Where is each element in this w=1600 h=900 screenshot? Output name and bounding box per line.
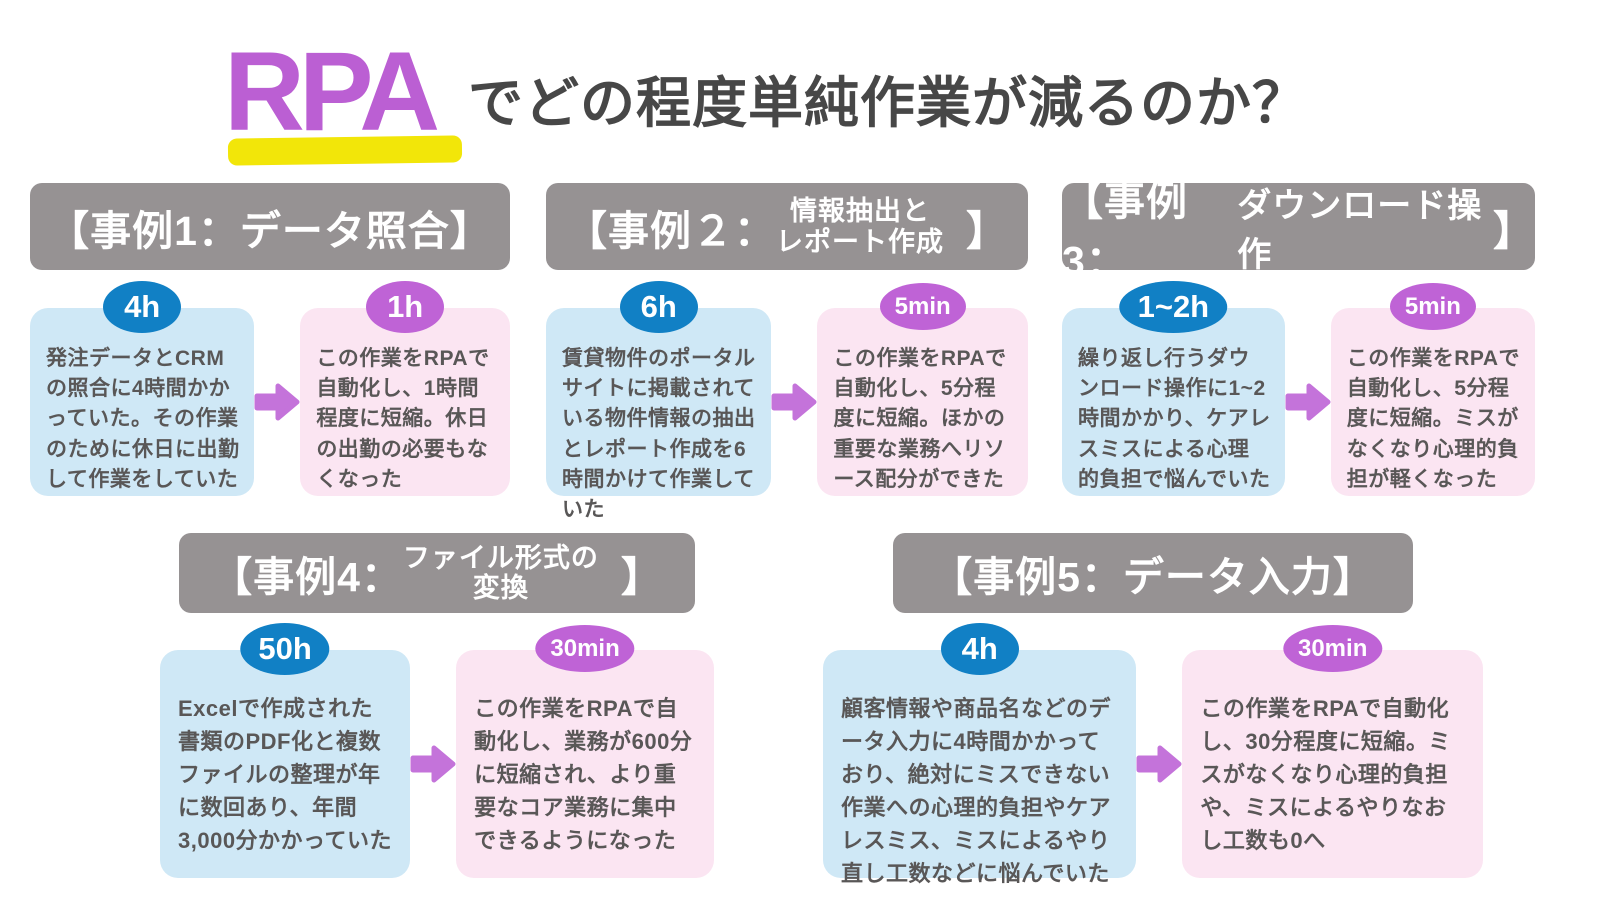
case-5-before-card: 4h 顧客情報や商品名などのデータ入力に4時間かかっており、絶対にミスできない作… <box>823 623 1137 886</box>
case-1-before-time-badge: 4h <box>103 281 182 333</box>
case-1-header-label: データ照合 <box>239 207 450 254</box>
case-2-header-label: 情報抽出と レポート作成 <box>776 196 944 256</box>
case-4-before-card: 50h Excelで作成された書類のPDF化と複数ファイルの整理が年に数回あり、… <box>160 623 411 878</box>
case-2-arrow <box>771 308 817 496</box>
case-3-before-time-badge: 1~2h <box>1119 281 1228 333</box>
case-3-before-card: 1~2h 繰り返し行うダウンロード操作に1~2時間かかり、ケアレスミスによる心理… <box>1062 281 1285 496</box>
case-3: 【事例3： ダウンロード操作】 1~2h 繰り返し行うダウンロード操作に1~2時間… <box>1062 178 1535 496</box>
case-2-before-time-badge: 6h <box>619 281 698 333</box>
case-5-after-text: この作業をRPAで自動化し、30分程度に短縮。ミスがなくなり心理的負担や、ミスに… <box>1200 696 1451 853</box>
case-1: 【事例1：データ照合】 4h 発注データとCRMの照合に4時間かかっていた。その… <box>30 183 510 496</box>
case-2-header-suffix: 】 <box>966 207 1008 254</box>
case-1-header-suffix: 】 <box>449 207 492 254</box>
case-2-after-text: この作業をRPAで自動化し、5分程度に短縮。ほかの重要な業務へリソース配分ができ… <box>833 347 1007 491</box>
case-4-before-text: Excelで作成された書類のPDF化と複数ファイルの整理が年に数回あり、年間3,… <box>178 696 392 853</box>
case-4-body: 50h Excelで作成された書類のPDF化と複数ファイルの整理が年に数回あり、… <box>160 623 714 878</box>
case-4-header-label-line2: 変換 <box>472 573 529 603</box>
case-1-after-time-badge: 1h <box>366 281 445 333</box>
case-3-header-label: ダウンロード操作 <box>1237 186 1483 274</box>
right-arrow-icon <box>1136 745 1182 783</box>
case-4-after-card: 30min この作業をRPAで自動化し、業務が600分に短縮され、より重要なコア… <box>456 625 714 878</box>
right-arrow-icon <box>771 383 817 421</box>
brand-title: RPA <box>224 29 440 154</box>
case-3-header: 【事例3： ダウンロード操作】 <box>1062 178 1535 284</box>
case-2-after-card: 5min この作業をRPAで自動化し、5分程度に短縮。ほかの重要な業務へリソース… <box>817 283 1028 496</box>
case-4-header: 【事例4： ファイル形式の 変換 】 <box>179 533 695 613</box>
case-1-body: 4h 発注データとCRMの照合に4時間かかっていた。その作業のために休日に出勤し… <box>30 281 510 496</box>
case-4-header-prefix: 【事例4： <box>211 554 403 600</box>
case-3-body: 1~2h 繰り返し行うダウンロード操作に1~2時間かかり、ケアレスミスによる心理… <box>1062 281 1535 496</box>
case-2-header-label-line1: 情報抽出と <box>790 196 930 227</box>
case-4-arrow <box>410 650 456 878</box>
case-4-after-time-badge: 30min <box>535 625 635 672</box>
case-2-header: 【事例２： 情報抽出と レポート作成 】 <box>546 183 1028 270</box>
case-5-after-card: 30min この作業をRPAで自動化し、30分程度に短縮。ミスがなくなり心理的負… <box>1182 625 1483 878</box>
case-2-before-card: 6h 賃貸物件のポータルサイトに掲載されている物件情報の抽出とレポート作成を6時… <box>546 281 772 521</box>
case-5-before-text: 顧客情報や商品名などのデータ入力に4時間かかっており、絶対にミスできない作業への… <box>841 696 1112 886</box>
right-arrow-icon <box>254 383 300 421</box>
case-3-arrow <box>1285 308 1331 496</box>
case-5-after-time-badge: 30min <box>1282 625 1383 672</box>
case-3-before-text: 繰り返し行うダウンロード操作に1~2時間かかり、ケアレスミスによる心理的負担で悩… <box>1078 347 1271 491</box>
case-5-arrow <box>1136 650 1182 878</box>
case-3-header-prefix: 【事例3： <box>1062 177 1188 284</box>
case-4-after-text: この作業をRPAで自動化し、業務が600分に短縮され、より重要なコア業務に集中で… <box>474 696 693 853</box>
case-4-header-suffix: 】 <box>620 554 663 600</box>
case-5: 【事例5：データ入力】 4h 顧客情報や商品名などのデータ入力に4時間かかってお… <box>823 533 1483 886</box>
case-2-before-text: 賃貸物件のポータルサイトに掲載されている物件情報の抽出とレポート作成を6時間かけ… <box>562 347 756 522</box>
case-4-header-label: ファイル形式の 変換 <box>403 543 599 603</box>
case-3-after-card: 5min この作業をRPAで自動化し、5分程度に短縮。ミスがなくなり心理的負担が… <box>1330 283 1535 496</box>
case-2-body: 6h 賃貸物件のポータルサイトに掲載されている物件情報の抽出とレポート作成を6時… <box>546 281 1028 521</box>
page-title: でどの程度単純作業が減るのか？ <box>468 72 1309 134</box>
case-1-header: 【事例1：データ照合】 <box>30 183 510 270</box>
case-4-header-label-line1: ファイル形式の <box>402 542 599 573</box>
case-1-before-card: 4h 発注データとCRMの照合に4時間かかっていた。その作業のために休日に出勤し… <box>30 281 255 496</box>
case-2-header-prefix: 【事例２： <box>566 207 776 254</box>
right-arrow-icon <box>410 745 456 783</box>
case-1-before-text: 発注データとCRMの照合に4時間かかっていた。その作業のために休日に出勤して作業… <box>46 347 240 491</box>
case-2-after-time-badge: 5min <box>879 283 966 330</box>
case-4: 【事例4： ファイル形式の 変換 】 50h Excelで作成された書類のPDF… <box>160 533 714 878</box>
case-2-header-label-line2: レポート作成 <box>776 226 944 257</box>
case-1-after-card: 1h この作業をRPAで自動化し、1時間程度に短縮。休日の出勤の必要もなくなった <box>300 281 510 496</box>
case-5-header-prefix: 【事例5： <box>931 554 1123 600</box>
case-1-after-text: この作業をRPAで自動化し、1時間程度に短縮。休日の出勤の必要もなくなった <box>316 347 490 491</box>
case-4-before-time-badge: 50h <box>240 623 330 675</box>
case-3-after-text: この作業をRPAで自動化し、5分程度に短縮。ミスがなくなり心理的負担が軽くなった <box>1346 347 1521 491</box>
case-3-after-time-badge: 5min <box>1389 283 1476 330</box>
case-5-header: 【事例5：データ入力】 <box>893 533 1413 613</box>
right-arrow-icon <box>1285 383 1331 421</box>
case-3-header-suffix: 】 <box>1493 207 1535 254</box>
case-5-before-time-badge: 4h <box>940 623 1019 675</box>
case-2: 【事例２： 情報抽出と レポート作成 】 6h 賃貸物件のポータルサイトに掲載さ… <box>546 183 1028 521</box>
case-1-header-prefix: 【事例1： <box>48 207 240 254</box>
case-5-header-label: データ入力 <box>1122 554 1333 600</box>
case-5-body: 4h 顧客情報や商品名などのデータ入力に4時間かかっており、絶対にミスできない作… <box>823 623 1483 886</box>
case-1-arrow <box>254 308 300 496</box>
case-5-header-suffix: 】 <box>1332 554 1375 600</box>
